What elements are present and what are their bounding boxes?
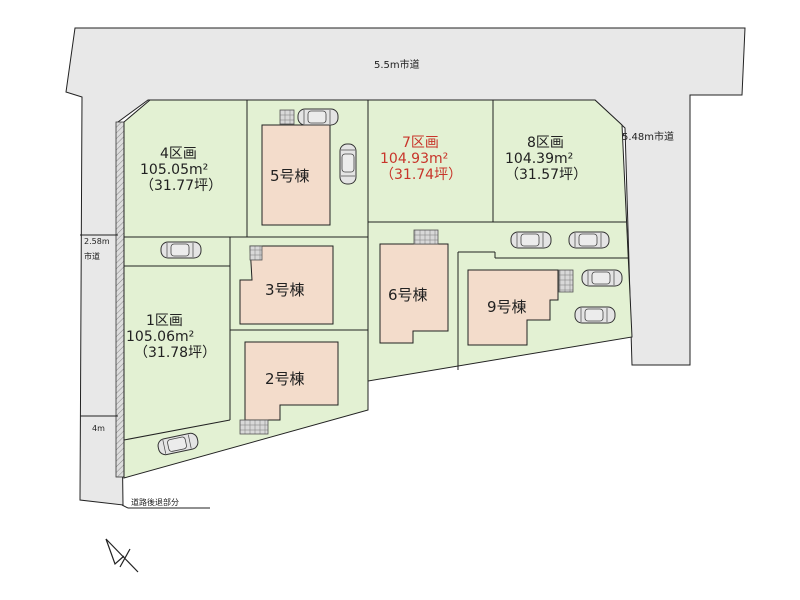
lot-name: 1区画 xyxy=(146,313,183,329)
lot-tsubo: （31.77坪） xyxy=(140,178,223,194)
lot-area: 104.93m² xyxy=(380,151,449,167)
house-6: 6号棟 xyxy=(388,286,428,304)
house-3: 3号棟 xyxy=(265,281,305,299)
lot-tsubo: （31.57坪） xyxy=(505,167,588,183)
house-2: 2号棟 xyxy=(265,370,305,388)
house-9: 9号棟 xyxy=(487,298,527,316)
lot-name: 4区画 xyxy=(160,146,197,162)
road-label-right: 5.48m市道 xyxy=(622,132,675,143)
road-width-left: 2.58m xyxy=(84,237,110,246)
lot-name: 7区画 xyxy=(402,135,439,151)
lot-tsubo: （31.74坪） xyxy=(380,167,463,183)
house-5: 5号棟 xyxy=(270,167,310,185)
north-arrow-icon xyxy=(105,538,139,573)
road-label-top: 5.5m市道 xyxy=(374,60,420,71)
lot-area: 105.05m² xyxy=(140,162,209,178)
road-name-left: 市道 xyxy=(84,252,100,261)
lot-name: 8区画 xyxy=(527,135,564,151)
setback-strip xyxy=(115,121,125,478)
lot-area: 104.39m² xyxy=(505,151,574,167)
lot-area: 105.06m² xyxy=(126,329,195,345)
houses xyxy=(239,124,559,421)
setback-label: 道路後退部分 xyxy=(131,498,179,507)
lot-tsubo: （31.78坪） xyxy=(134,345,217,361)
road-width-lower: 4m xyxy=(92,424,105,433)
